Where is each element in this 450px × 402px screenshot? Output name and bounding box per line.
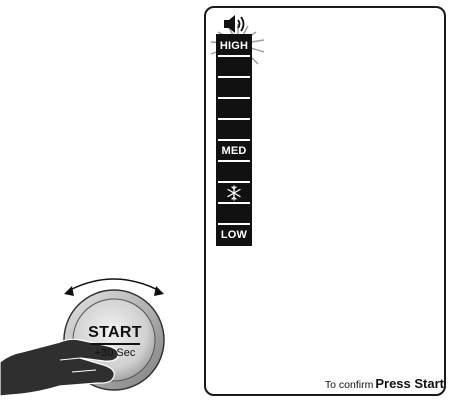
confirm-prefix: To confirm [325, 379, 373, 391]
level-segment[interactable] [218, 118, 250, 139]
level-snowflake[interactable] [218, 181, 250, 202]
start-divider [90, 343, 140, 345]
level-segment[interactable] [218, 160, 250, 181]
level-segment[interactable] [218, 55, 250, 76]
speaker-icon [222, 14, 248, 34]
level-segment[interactable] [218, 76, 250, 97]
snowflake-icon [226, 185, 242, 201]
level-med[interactable]: MED [218, 139, 250, 160]
start-label: START [86, 324, 144, 342]
level-segment[interactable] [218, 97, 250, 118]
level-segment[interactable] [218, 202, 250, 223]
plus-30-sec-label: +30 Sec [84, 347, 146, 359]
confirm-action: Press Start [375, 376, 444, 391]
volume-level-bar[interactable]: HIGH MED LOW [216, 34, 252, 246]
level-high[interactable]: HIGH [218, 36, 250, 55]
level-low[interactable]: LOW [218, 223, 250, 244]
